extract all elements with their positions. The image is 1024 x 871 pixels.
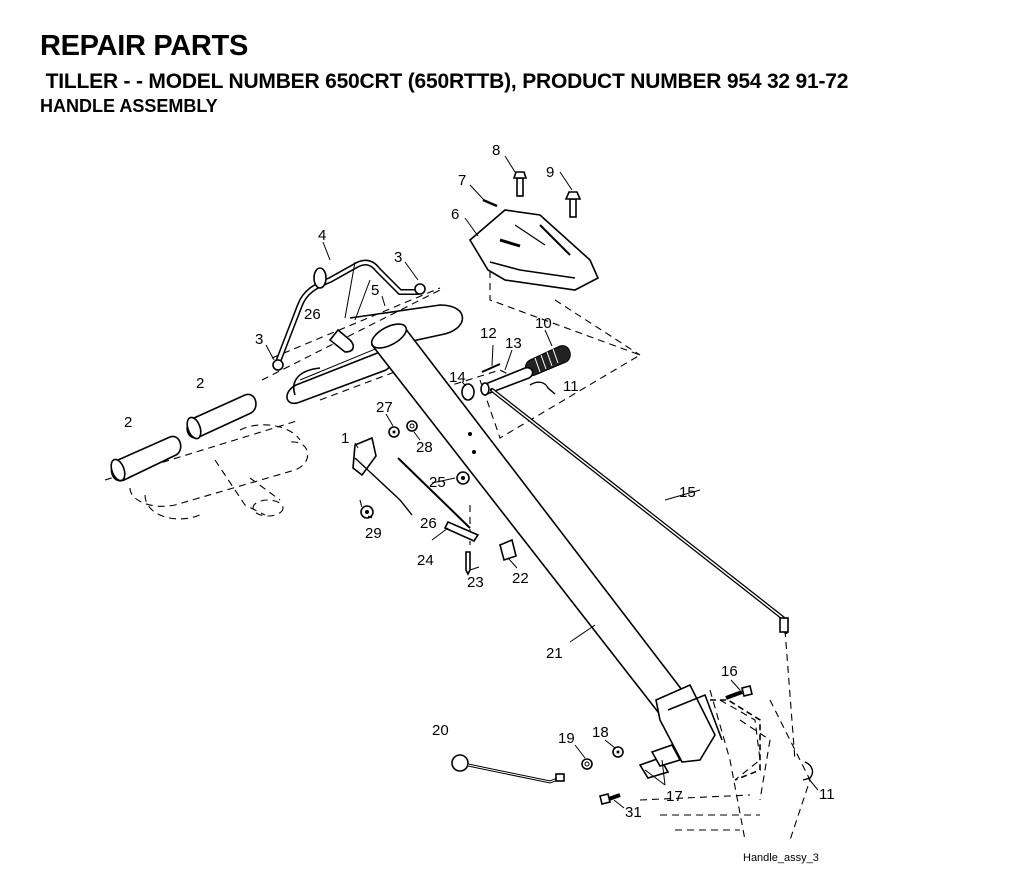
link-24 xyxy=(443,520,480,543)
callout-15: 15 xyxy=(679,484,696,501)
ghost-handlebar-frame xyxy=(104,419,309,520)
callout-leaders xyxy=(265,155,819,809)
screw-8 xyxy=(512,171,528,197)
callout-26b: 26 xyxy=(420,515,437,532)
hairpin-clip-11-upper xyxy=(529,381,556,395)
callout-17: 17 xyxy=(666,788,683,805)
callout-5: 5 xyxy=(371,282,379,299)
screw-9 xyxy=(564,191,582,218)
callout-23: 23 xyxy=(467,574,484,591)
callout-29: 29 xyxy=(365,525,382,542)
model-subtitle: TILLER - - MODEL NUMBER 650CRT (650RTTB)… xyxy=(40,70,849,93)
handle-frame-loop xyxy=(286,304,464,405)
control-rod xyxy=(490,388,789,634)
callout-19: 19 xyxy=(558,730,575,747)
callout-11b: 11 xyxy=(819,786,835,803)
callout-20: 20 xyxy=(432,722,449,739)
hairpin-clip-11-lower xyxy=(802,761,814,781)
callout-13: 13 xyxy=(505,335,522,352)
nut-25 xyxy=(456,471,470,485)
nut-18 xyxy=(612,746,624,758)
bolt-16 xyxy=(725,685,753,700)
washer-28 xyxy=(406,420,418,432)
control-panel-cover xyxy=(468,209,600,291)
lower-bracket xyxy=(638,683,761,781)
screw-23 xyxy=(465,551,471,576)
callout-2a: 2 xyxy=(124,414,132,431)
callout-25: 25 xyxy=(429,474,446,491)
callout-11a: 11 xyxy=(563,378,579,395)
nut-27 xyxy=(388,426,400,438)
callout-14: 14 xyxy=(449,369,466,386)
callout-22: 22 xyxy=(512,570,529,587)
upper-handle-bar xyxy=(272,259,426,371)
assembly-guide-lines xyxy=(261,235,811,841)
callout-3b: 3 xyxy=(394,249,402,266)
washer-19 xyxy=(581,758,593,770)
callout-28: 28 xyxy=(416,439,433,456)
hand-grip-right xyxy=(186,393,257,440)
callout-26a: 26 xyxy=(304,306,321,323)
callout-3a: 3 xyxy=(255,331,263,348)
callout-31: 31 xyxy=(625,804,642,821)
callout-8: 8 xyxy=(492,142,500,159)
bolt-12 xyxy=(481,363,501,373)
callout-2b: 2 xyxy=(196,375,204,392)
section-heading: HANDLE ASSEMBLY xyxy=(40,96,218,116)
callout-18: 18 xyxy=(592,724,609,741)
pivot-pin xyxy=(480,366,534,396)
bolt-31 xyxy=(599,793,621,805)
callout-12: 12 xyxy=(480,325,497,342)
throttle-grip xyxy=(524,345,571,377)
callout-1: 1 xyxy=(341,430,349,447)
page-title: REPAIR PARTS xyxy=(40,30,249,62)
callout-9: 9 xyxy=(546,164,554,181)
nut-29 xyxy=(360,505,374,519)
figure-caption: Handle_assy_3 xyxy=(743,852,819,864)
clip-22 xyxy=(499,538,517,562)
spacer-14 xyxy=(461,383,475,401)
washer-7 xyxy=(482,198,498,208)
callout-10: 10 xyxy=(535,315,552,332)
shift-rod xyxy=(451,754,565,784)
lever-bracket-1 xyxy=(352,436,413,516)
callout-24: 24 xyxy=(417,552,434,569)
cable-rod-26 xyxy=(397,457,471,529)
callout-6: 6 xyxy=(451,206,459,223)
callout-27: 27 xyxy=(376,399,393,416)
callout-4: 4 xyxy=(318,227,326,244)
hand-grip-left xyxy=(110,435,182,482)
callout-16: 16 xyxy=(721,663,738,680)
callout-labels: 1 2 2 3 3 4 5 6 7 8 9 10 11 11 12 13 14 … xyxy=(124,142,835,821)
callout-7: 7 xyxy=(458,172,466,189)
callout-21: 21 xyxy=(546,645,563,662)
